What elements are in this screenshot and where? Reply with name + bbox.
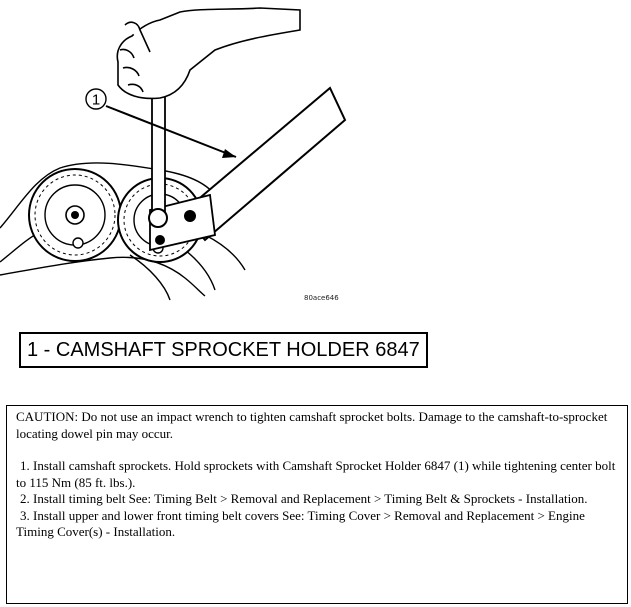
step-1: 1. Install camshaft sprockets. Hold spro… <box>16 458 616 490</box>
instructions-box: CAUTION: Do not use an impact wrench to … <box>6 405 628 604</box>
legend-text: 1 - CAMSHAFT SPROCKET HOLDER 6847 <box>27 338 420 361</box>
illustration-drawing: 1 80ace646 <box>0 7 347 302</box>
camshaft-sprocket-illustration: 1 80ace646 <box>0 7 347 302</box>
step-2: 2. Install timing belt See: Timing Belt … <box>20 491 588 506</box>
callout-1: 1 <box>85 88 237 158</box>
caution-text: CAUTION: Do not use an impact wrench to … <box>16 409 608 441</box>
step-3: 3. Install upper and lower front timing … <box>16 507 585 540</box>
engine-outline <box>0 162 246 301</box>
sprocket-holder-tool <box>149 86 347 252</box>
figure-code: 80ace646 <box>304 294 339 302</box>
callout-circle <box>85 88 107 110</box>
callout-leader-line <box>105 105 237 158</box>
wrench <box>148 89 168 228</box>
callout-number: 1 <box>92 92 100 109</box>
legend-box: 1 - CAMSHAFT SPROCKET HOLDER 6847 <box>19 332 428 368</box>
left-sprocket <box>28 168 122 262</box>
callout-arrowhead <box>222 149 236 158</box>
hand <box>116 7 301 100</box>
